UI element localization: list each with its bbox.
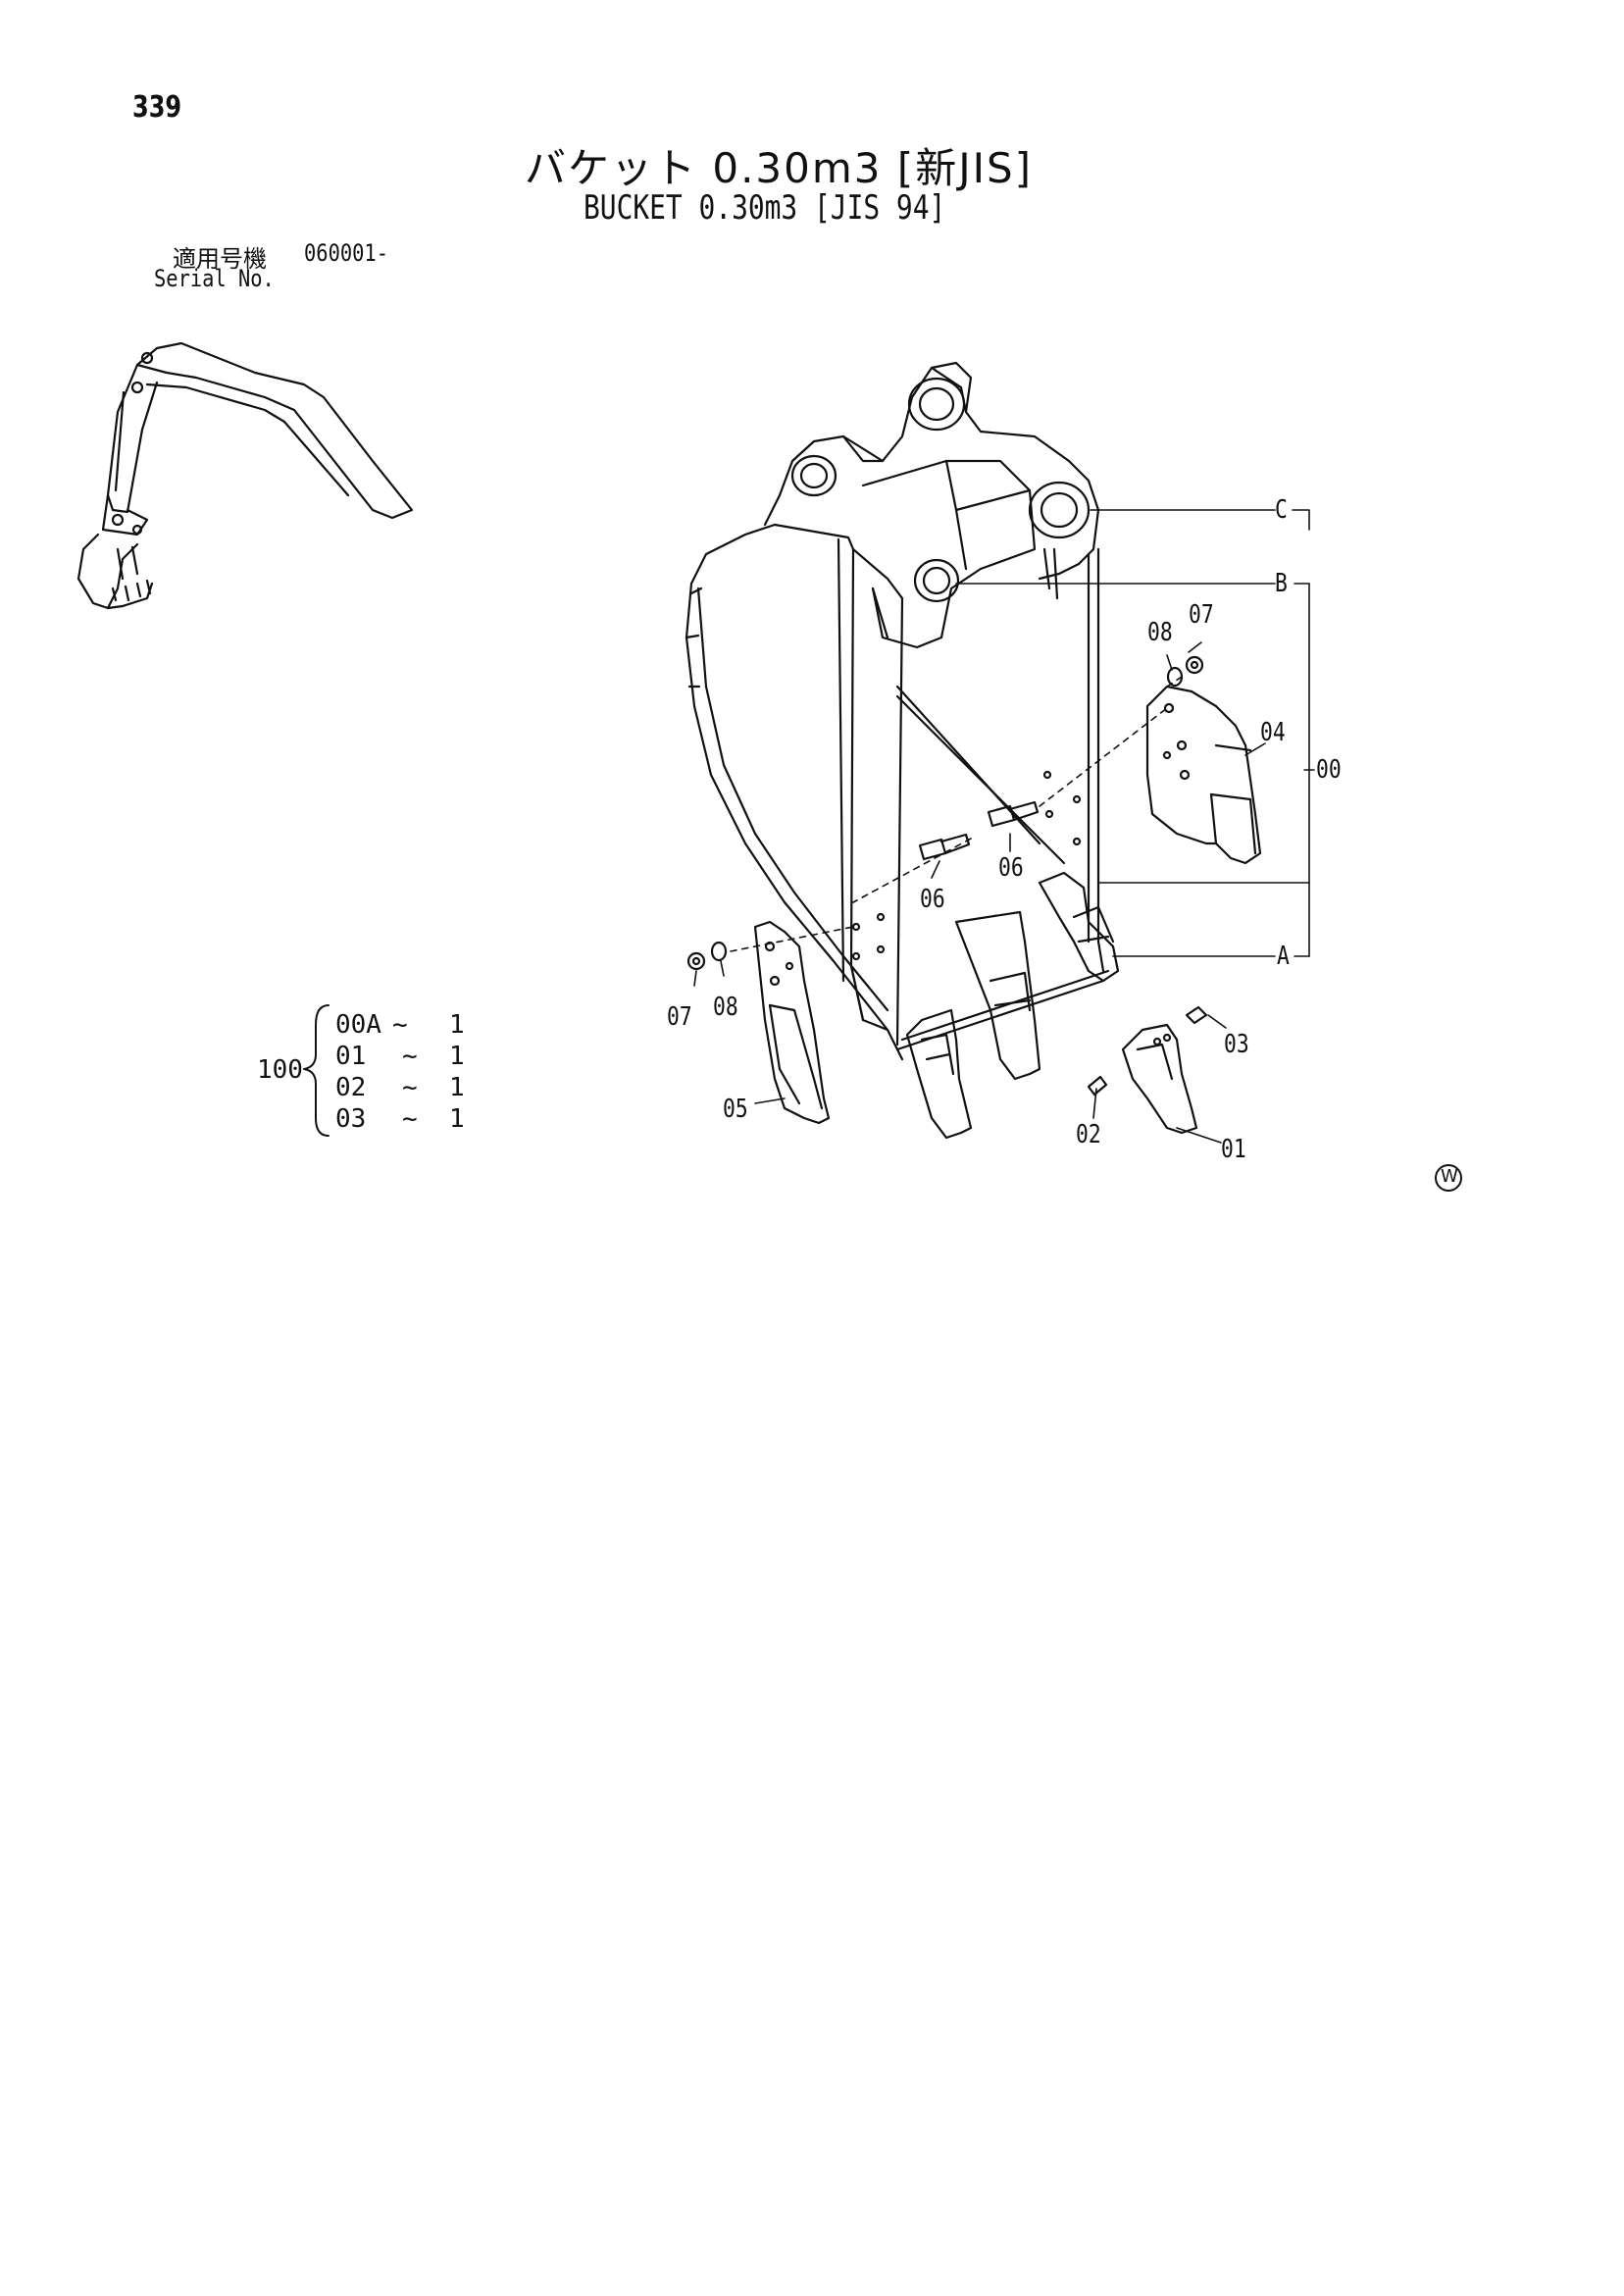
- callout-01: 01: [1221, 1135, 1246, 1164]
- w-mark-circle: [1435, 1164, 1462, 1192]
- kit-row-qty: 1: [449, 1010, 465, 1040]
- serial-label-english: Serial No.: [154, 265, 275, 292]
- side-cutter-right: [1145, 685, 1262, 865]
- w-mark: W: [1441, 1166, 1458, 1187]
- kit-row-qty: 1: [449, 1104, 465, 1134]
- kit-row-tilde: ~: [402, 1073, 418, 1102]
- title-english: BUCKET 0.30m3 [JIS 94]: [584, 188, 946, 228]
- kit-row-tilde: ~: [392, 1010, 408, 1040]
- callout-b: B: [1275, 569, 1288, 598]
- serial-value: 060001-: [304, 239, 388, 267]
- callout-assembly-00: 00: [1316, 755, 1342, 785]
- excavator-overview: [76, 341, 414, 610]
- kit-row-qty: 1: [449, 1073, 465, 1102]
- nut-washer-right: [1166, 655, 1204, 688]
- kit-row-tilde: ~: [402, 1104, 418, 1134]
- kit-row-part: 00A: [335, 1010, 381, 1040]
- bolt-06-left: [918, 833, 971, 861]
- bolt-06-center: [987, 800, 1040, 828]
- callout-06-center: 06: [998, 853, 1024, 883]
- callout-04: 04: [1260, 718, 1286, 747]
- callout-08-right: 08: [1147, 618, 1173, 647]
- callout-c: C: [1275, 495, 1288, 525]
- callout-06-left: 06: [920, 885, 945, 914]
- pin-02: [1087, 1075, 1108, 1097]
- serial-label-japanese: 適用号機: [173, 245, 267, 273]
- kit-brace: [303, 1004, 330, 1137]
- page-number: 339: [132, 90, 182, 125]
- callout-07-left: 07: [667, 1002, 692, 1032]
- side-cutter-left: [753, 920, 831, 1125]
- callout-05: 05: [723, 1095, 748, 1124]
- callout-02: 02: [1076, 1120, 1101, 1149]
- callout-a: A: [1277, 942, 1290, 971]
- callout-03: 03: [1224, 1030, 1249, 1059]
- kit-row-part: 02: [335, 1073, 367, 1102]
- kit-number: 100: [257, 1055, 303, 1085]
- bucket-body: [685, 361, 1110, 1061]
- kit-row-part: 01: [335, 1042, 367, 1071]
- bucket-teeth: [905, 871, 1120, 1140]
- kit-row-qty: 1: [449, 1042, 465, 1071]
- lock-03: [1185, 1005, 1208, 1025]
- title-japanese: バケット 0.30m3 [新JIS]: [525, 144, 1034, 192]
- kit-row-tilde: ~: [402, 1042, 418, 1071]
- kit-row-part: 03: [335, 1104, 367, 1134]
- nut-washer-left: [686, 941, 728, 971]
- callout-08-left: 08: [713, 993, 738, 1022]
- callout-07-right: 07: [1189, 600, 1214, 630]
- tooth-exploded: [1121, 1023, 1198, 1135]
